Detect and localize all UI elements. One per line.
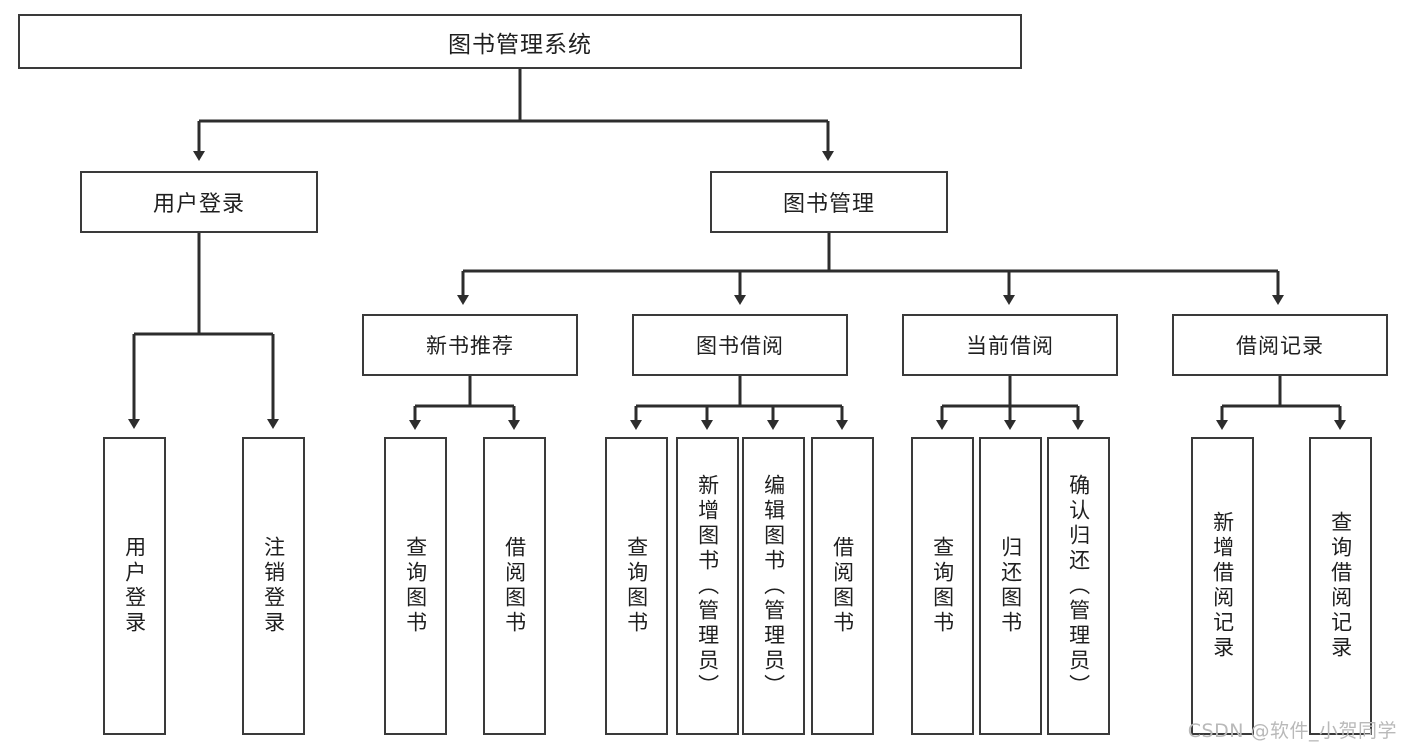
node-leaf-add-book-label: 新增图书（管理员） bbox=[695, 473, 720, 699]
node-user-login[interactable]: 用户登录 bbox=[80, 171, 318, 233]
node-leaf-query-book-1-label: 查询图书 bbox=[403, 536, 428, 636]
node-leaf-confirm-return[interactable]: 确认归还（管理员） bbox=[1047, 437, 1110, 735]
node-leaf-confirm-return-label: 确认归还（管理员） bbox=[1066, 473, 1091, 699]
node-user-login-label: 用户登录 bbox=[152, 192, 245, 217]
node-leaf-add-record[interactable]: 新增借阅记录 bbox=[1191, 437, 1254, 735]
node-new-book-recommend[interactable]: 新书推荐 bbox=[362, 314, 578, 376]
node-leaf-add-record-label: 新增借阅记录 bbox=[1210, 511, 1235, 661]
node-leaf-user-login-label: 用户登录 bbox=[122, 536, 147, 636]
node-leaf-return-book-label: 归还图书 bbox=[998, 536, 1023, 636]
node-root-label: 图书管理系统 bbox=[448, 31, 592, 58]
node-leaf-query-book-2-label: 查询图书 bbox=[624, 536, 649, 636]
node-borrow-record-label: 借阅记录 bbox=[1236, 334, 1324, 358]
node-leaf-user-logout[interactable]: 注销登录 bbox=[242, 437, 305, 735]
node-current-borrow[interactable]: 当前借阅 bbox=[902, 314, 1118, 376]
node-leaf-add-book[interactable]: 新增图书（管理员） bbox=[676, 437, 739, 735]
node-book-manage-label: 图书管理 bbox=[782, 192, 875, 217]
node-leaf-query-book-3-label: 查询图书 bbox=[930, 536, 955, 636]
node-leaf-edit-book-label: 编辑图书（管理员） bbox=[761, 473, 786, 699]
node-leaf-borrow-book-1[interactable]: 借阅图书 bbox=[483, 437, 546, 735]
node-leaf-edit-book[interactable]: 编辑图书（管理员） bbox=[742, 437, 805, 735]
csdn-watermark: CSDN @软件_小贺同学 bbox=[1187, 720, 1397, 742]
node-current-borrow-label: 当前借阅 bbox=[966, 334, 1054, 358]
node-leaf-query-book-2[interactable]: 查询图书 bbox=[605, 437, 668, 735]
node-book-borrow[interactable]: 图书借阅 bbox=[632, 314, 848, 376]
node-leaf-user-logout-label: 注销登录 bbox=[261, 536, 286, 636]
node-leaf-return-book[interactable]: 归还图书 bbox=[979, 437, 1042, 735]
node-leaf-query-book-1[interactable]: 查询图书 bbox=[384, 437, 447, 735]
node-book-borrow-label: 图书借阅 bbox=[696, 334, 784, 358]
node-leaf-borrow-book-1-label: 借阅图书 bbox=[502, 536, 527, 636]
node-leaf-query-record-label: 查询借阅记录 bbox=[1328, 511, 1353, 661]
node-leaf-query-book-3[interactable]: 查询图书 bbox=[911, 437, 974, 735]
node-leaf-borrow-book-2[interactable]: 借阅图书 bbox=[811, 437, 874, 735]
node-root[interactable]: 图书管理系统 bbox=[18, 14, 1022, 69]
node-borrow-record[interactable]: 借阅记录 bbox=[1172, 314, 1388, 376]
node-leaf-borrow-book-2-label: 借阅图书 bbox=[830, 536, 855, 636]
node-leaf-query-record[interactable]: 查询借阅记录 bbox=[1309, 437, 1372, 735]
node-new-book-recommend-label: 新书推荐 bbox=[426, 334, 514, 358]
node-leaf-user-login[interactable]: 用户登录 bbox=[103, 437, 166, 735]
node-book-manage[interactable]: 图书管理 bbox=[710, 171, 948, 233]
